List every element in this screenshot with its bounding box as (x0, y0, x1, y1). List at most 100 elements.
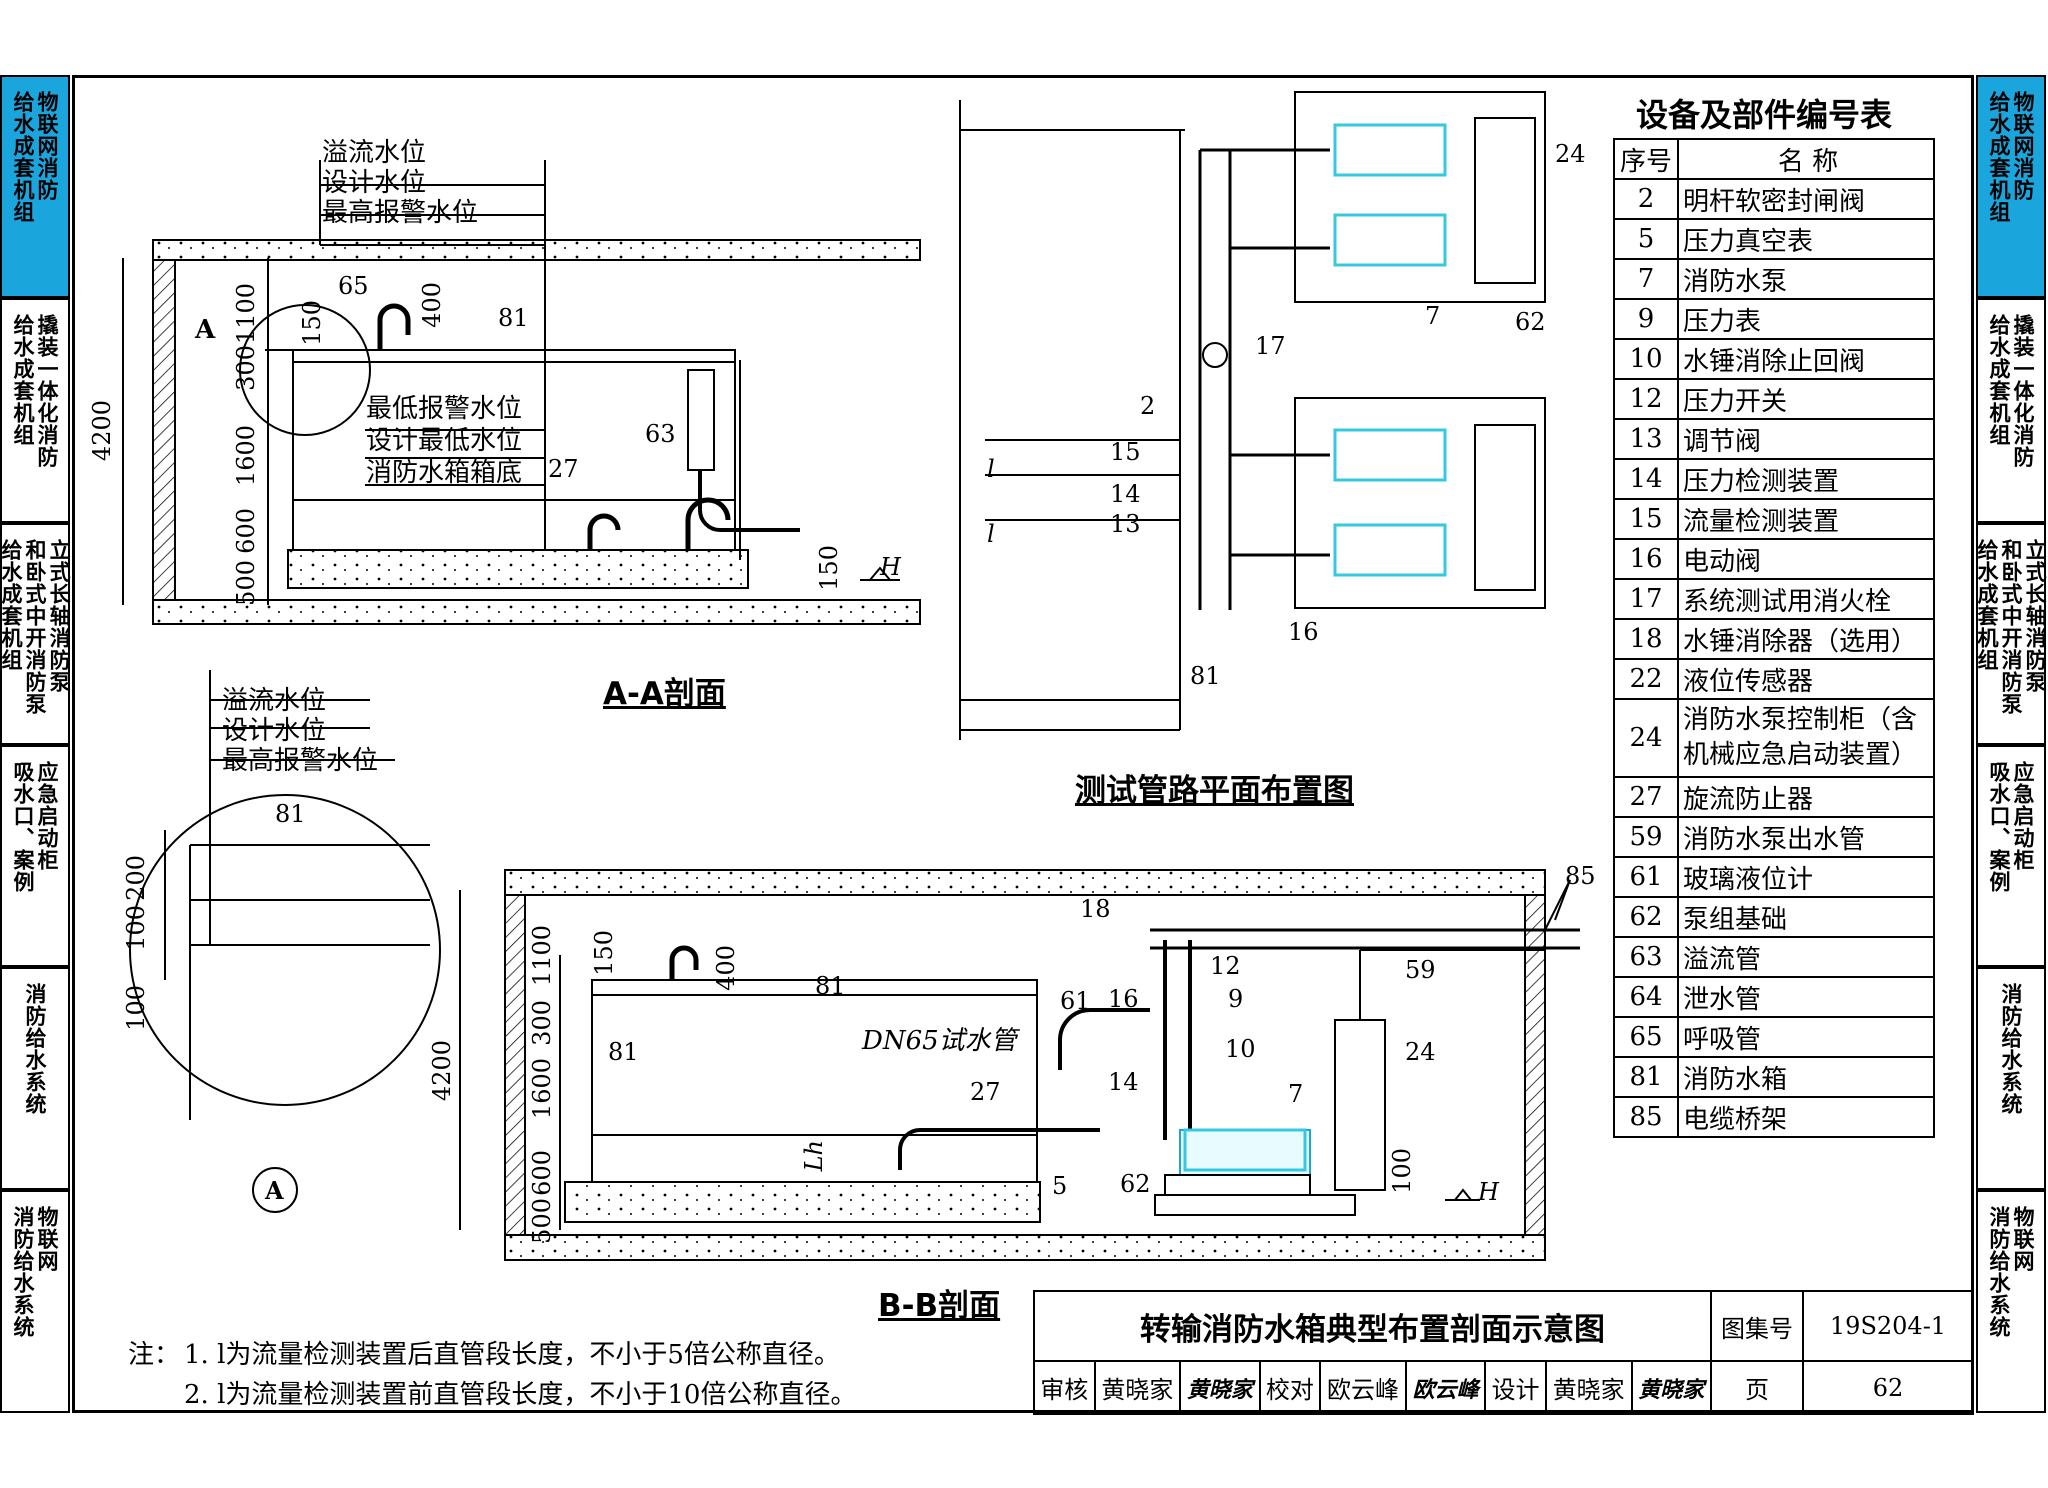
reviewer-signature: 黄晓家 (1179, 1360, 1261, 1415)
bb-dim-1100: 1100 (528, 925, 556, 987)
parts-name: 旋流防止器 (1677, 776, 1935, 818)
side-tab-iot-pump-right[interactable]: 物联网消防给水成套机组 (1976, 75, 2046, 298)
side-tab-iot-system[interactable]: 物联网消防给水系统 (0, 1190, 70, 1413)
parts-no: 17 (1613, 578, 1679, 620)
check-label: 校对 (1258, 1360, 1322, 1415)
parts-name: 消防水泵出水管 (1677, 816, 1935, 858)
bb-tag-61: 61 (1060, 987, 1091, 1015)
bb-dim-500: 500 (528, 1198, 556, 1244)
parts-no: 22 (1613, 658, 1679, 700)
bb-tag-81a: 81 (815, 972, 846, 1000)
side-tab-emergency[interactable]: 应急启动柜吸水口、案例 (0, 745, 70, 967)
plan-tag-81: 81 (1190, 662, 1221, 690)
aa-overflow-level: 溢流水位 (322, 138, 427, 168)
note-2: 2. l为流量检测装置前直管段长度，不小于10倍公称直径。 (184, 1380, 857, 1410)
parts-name: 溢流管 (1677, 936, 1935, 978)
side-tab-skid-right[interactable]: 撬装一体化消防给水成套机组 (1976, 298, 2046, 523)
designer-name: 黄晓家 (1544, 1360, 1633, 1415)
bb-dn65-pipe: DN65试水管 (862, 1026, 1017, 1056)
det-overflow-level: 溢流水位 (222, 686, 327, 716)
parts-header-name: 名 称 (1677, 138, 1935, 180)
aa-dim-150: 150 (298, 300, 326, 346)
designer-signature: 黄晓家 (1630, 1360, 1713, 1415)
side-tab-iot-pump[interactable]: 物联网消防给水成套机组 (0, 75, 70, 298)
design-label: 设计 (1484, 1360, 1547, 1415)
bb-dim-150: 150 (590, 930, 618, 976)
parts-name: 水锤消除器（选用） (1677, 618, 1935, 660)
parts-no: 81 (1613, 1056, 1679, 1098)
bb-tag-85: 85 (1565, 862, 1596, 890)
plan-dim-l1: l (987, 455, 995, 483)
parts-name: 消防水箱 (1677, 1056, 1935, 1098)
parts-name: 明杆软密封闸阀 (1677, 178, 1935, 220)
section-aa-drawing (122, 160, 921, 625)
bb-tag-27: 27 (970, 1078, 1001, 1106)
bb-tag-7: 7 (1288, 1080, 1304, 1108)
parts-name: 水锤消除止回阀 (1677, 338, 1935, 380)
parts-no: 7 (1613, 258, 1679, 300)
aa-tag-63: 63 (645, 420, 676, 448)
side-tab-vertical[interactable]: 立式长轴消防泵和卧式中开消防泵给水成套机组 (0, 523, 71, 745)
aa-tag-65: 65 (338, 272, 369, 300)
plan-tag-2: 2 (1140, 392, 1156, 420)
det-dim-100a: 100 (122, 905, 150, 951)
parts-name: 玻璃液位计 (1677, 856, 1935, 898)
parts-no: 5 (1613, 218, 1679, 260)
det-dim-100b: 100 (122, 985, 150, 1031)
parts-no: 64 (1613, 976, 1679, 1018)
parts-no: 14 (1613, 458, 1679, 500)
atlas-label: 图集号 (1710, 1290, 1804, 1362)
bb-tag-9: 9 (1228, 985, 1244, 1013)
bb-tag-5: 5 (1052, 1172, 1068, 1200)
parts-no: 15 (1613, 498, 1679, 540)
plan-tag-13: 13 (1110, 510, 1141, 538)
side-tab-iot-system-right[interactable]: 物联网消防给水系统 (1976, 1190, 2046, 1413)
side-tab-skid[interactable]: 撬装一体化消防给水成套机组 (0, 298, 70, 523)
side-tab-system-right[interactable]: 消防给水系统 (1976, 967, 2046, 1190)
side-tab-emergency-right[interactable]: 应急启动柜吸水口、案例 (1976, 745, 2046, 967)
parts-name: 压力真空表 (1677, 218, 1935, 260)
aa-dim-600: 600 (232, 508, 260, 554)
bb-dim-300: 300 (528, 1000, 556, 1046)
drawing-frame (72, 75, 1974, 1413)
bb-tag-10: 10 (1225, 1035, 1256, 1063)
bb-dim-lh: Lh (800, 1140, 828, 1172)
bb-tag-62: 62 (1120, 1170, 1151, 1198)
aa-tag-27: 27 (548, 455, 579, 483)
det-dim-200: 200 (122, 855, 150, 901)
parts-name: 泵组基础 (1677, 896, 1935, 938)
parts-no: 61 (1613, 856, 1679, 898)
side-tab-system[interactable]: 消防给水系统 (0, 967, 70, 1190)
parts-no: 85 (1613, 1096, 1679, 1138)
parts-name: 压力检测装置 (1677, 458, 1935, 500)
section-aa-title: A-A剖面 (603, 676, 726, 712)
note-1: 1. l为流量检测装置后直管段长度，不小于5倍公称直径。 (184, 1340, 840, 1370)
bb-tag-59: 59 (1405, 956, 1436, 984)
side-tab-vertical-right[interactable]: 立式长轴消防泵和卧式中开消防泵给水成套机组 (1975, 523, 2047, 745)
parts-no: 9 (1613, 298, 1679, 340)
det-circle-a: A (265, 1176, 284, 1205)
plan-tag-24: 24 (1555, 140, 1586, 168)
parts-table-title: 设备及部件编号表 (1636, 96, 1893, 134)
parts-header-row: 序号 名 称 (1613, 138, 1935, 180)
aa-dim-1600: 1600 (232, 425, 260, 487)
plan-tag-16: 16 (1288, 618, 1319, 646)
parts-no: 65 (1613, 1016, 1679, 1058)
parts-no: 10 (1613, 338, 1679, 380)
plan-title: 测试管路平面布置图 (1075, 773, 1354, 809)
plan-tag-14: 14 (1110, 480, 1141, 508)
aa-design-level: 设计水位 (322, 168, 427, 198)
aa-h-mark: H (880, 553, 901, 581)
